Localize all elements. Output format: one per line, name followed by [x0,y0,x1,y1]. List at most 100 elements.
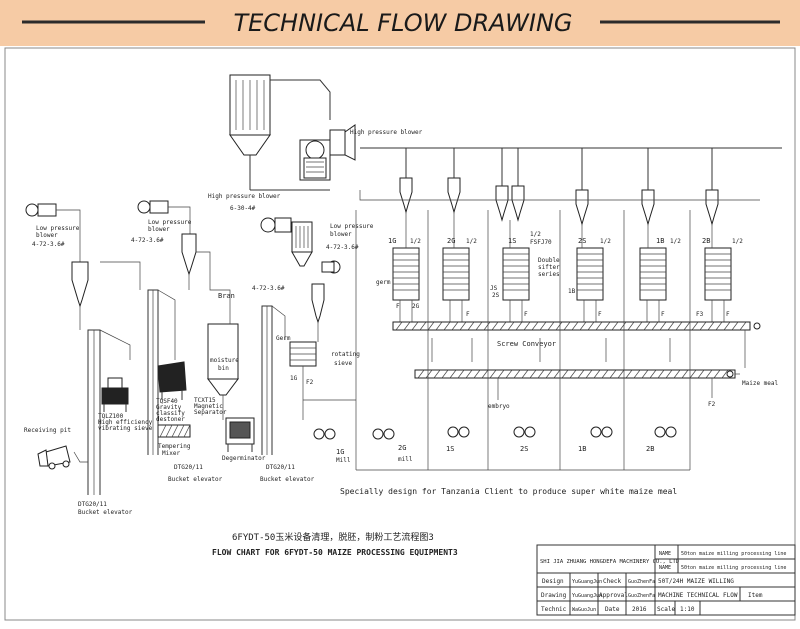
date-value: 2016 [632,606,647,613]
sifter-label-1b: 1B [656,237,664,245]
drawing-label: Drawing [541,592,567,599]
elevator-2-label: Bucket elevator [168,476,223,483]
receiving-pit-label: Receiving pit [24,427,71,434]
f-label-4: F [598,311,602,318]
chart-title-en: FLOW CHART FOR 6FYDT-50 MAIZE PROCESSING… [212,548,458,557]
elevator-3-model: DTG20/11 [266,464,295,471]
elevator-3-label: Bucket elevator [260,476,315,483]
special-note: Specially design for Tanzania Client to … [340,487,677,496]
page-title: TECHNICAL FLOW DRAWING [233,9,572,37]
f-label-6: F [726,311,730,318]
germ-label-2: germ [376,279,391,286]
aspiration-line-2 [196,251,231,324]
f2-feed-label: F2 [306,379,314,386]
mill-label-1b: 1B [578,445,586,453]
js-label: JS [490,285,498,292]
name-value-2: 50ton maize milling processing line [681,565,786,571]
destoner-label-3: classify [156,410,185,417]
check-value: GuoZhenFa [628,579,655,585]
moisture-bin [207,323,239,420]
item-line-2: MACHINE TECHNICAL FLOW [658,592,738,599]
design-value: YuGuangJun [572,579,602,585]
scale-label: Scale [657,606,675,613]
cyclone-mid [311,283,325,324]
moisture-bin-label: moisture [210,357,239,364]
item-line-1: 50T/24H MAIZE WILLING [658,578,734,585]
drawing-value: YuGuangJun [572,593,602,599]
vibrating-sieve [101,377,129,412]
technic-label: Technic [541,606,567,613]
elevator-2-spout [157,289,176,360]
return-air-line [359,190,760,201]
vib-sieve-label-3: vibrating sieve [98,425,153,432]
sifter-half-1: 1/2 [410,238,421,245]
lp-blower-1-label-b: blower [36,232,58,239]
name-label-1: NAME [659,551,671,557]
scale-value: 1:10 [680,606,695,613]
sifter-half-5: 1/2 [670,238,681,245]
elevator-1-label: Bucket elevator [78,509,133,516]
sifter-label-2s: 2S [578,237,586,245]
sifter-label-1s: 1S [508,237,516,245]
f3-label: F3 [696,311,704,318]
moisture-bin-label-2: bin [218,365,229,372]
lp-blower-2-model: 4-72-3.6# [131,237,164,244]
f-label-1: F [396,303,400,310]
approval-label: Approval [599,592,628,599]
double-sifter-label-3: series [538,271,560,278]
sifter-label-2b: 2B [702,237,710,245]
2g-stream-label: 2G [412,303,420,310]
double-sifter-label-2: sifter [538,264,560,271]
check-label: Check [603,578,621,585]
hp-blower-mid-model: 6-30-4# [230,205,256,212]
mill-sub-2g: mill [398,456,413,463]
double-sifter-label: Double [538,257,560,264]
1g-feed-label: 1G [290,375,298,382]
elevator-3-spout [271,305,286,340]
lp-blower-2-label-b: blower [148,226,170,233]
roller-mills [313,426,677,440]
name-value-1: 50ton maize milling processing line [681,551,786,557]
mill-label-1g: 1G [336,448,344,456]
pulse-dust-collector [229,74,330,191]
chart-title-cn: 6FYDT-50玉米设备清理，脱胚，制粉工艺流程图3 [232,531,434,543]
tempering-mixer [157,424,191,438]
f2-label: F2 [708,401,716,408]
item-label: Item [748,592,763,599]
blower-model-4: 4-72-3.6# [252,285,285,292]
duct-to-top-blower [270,79,331,120]
mill-label-1s: 1S [446,445,454,453]
vib-sieve-label-2: High efficiency [98,419,153,426]
elevator-1-spout [99,329,131,360]
mill-feed-lines [355,210,691,471]
sifter-label-2g: 2G [447,237,455,245]
plansifter-group [392,212,732,322]
embryo-label: embryo [488,403,510,410]
elevator-1-model: DTG20/11 [78,501,107,508]
lp-blower-1-model: 4-72-3.6# [32,241,65,248]
lp-blower-3-model: 4-72-3.6# [326,244,359,251]
rotating-sieve [289,341,317,367]
tempering-label: Tempering [158,443,191,450]
mill-label-2s: 2S [520,445,528,453]
sifter-half-3: 1/2 [530,231,541,238]
high-pressure-blower-mid [260,217,300,233]
low-pressure-blower-3 [321,260,341,274]
bucket-elevator-1 [87,329,101,495]
date-label: Date [605,606,620,613]
gravity-destoner [157,361,187,400]
destoner-label-2: Gravity [156,404,182,411]
high-pressure-blower-top [299,124,356,181]
f-label-5: F [661,311,665,318]
destoner-model: TQSF40 [156,398,178,405]
germ-label-1: Germ [276,335,291,342]
mill-label-2g: 2G [398,444,406,452]
destoner-label-4: destoner [156,416,185,423]
low-pressure-blower-1 [25,203,89,308]
drawing-frame [4,47,796,621]
sifter-label-1g: 1G [388,237,396,245]
sifter-half-2: 1/2 [466,238,477,245]
vib-sieve-model: TQLZ100 [98,413,124,420]
